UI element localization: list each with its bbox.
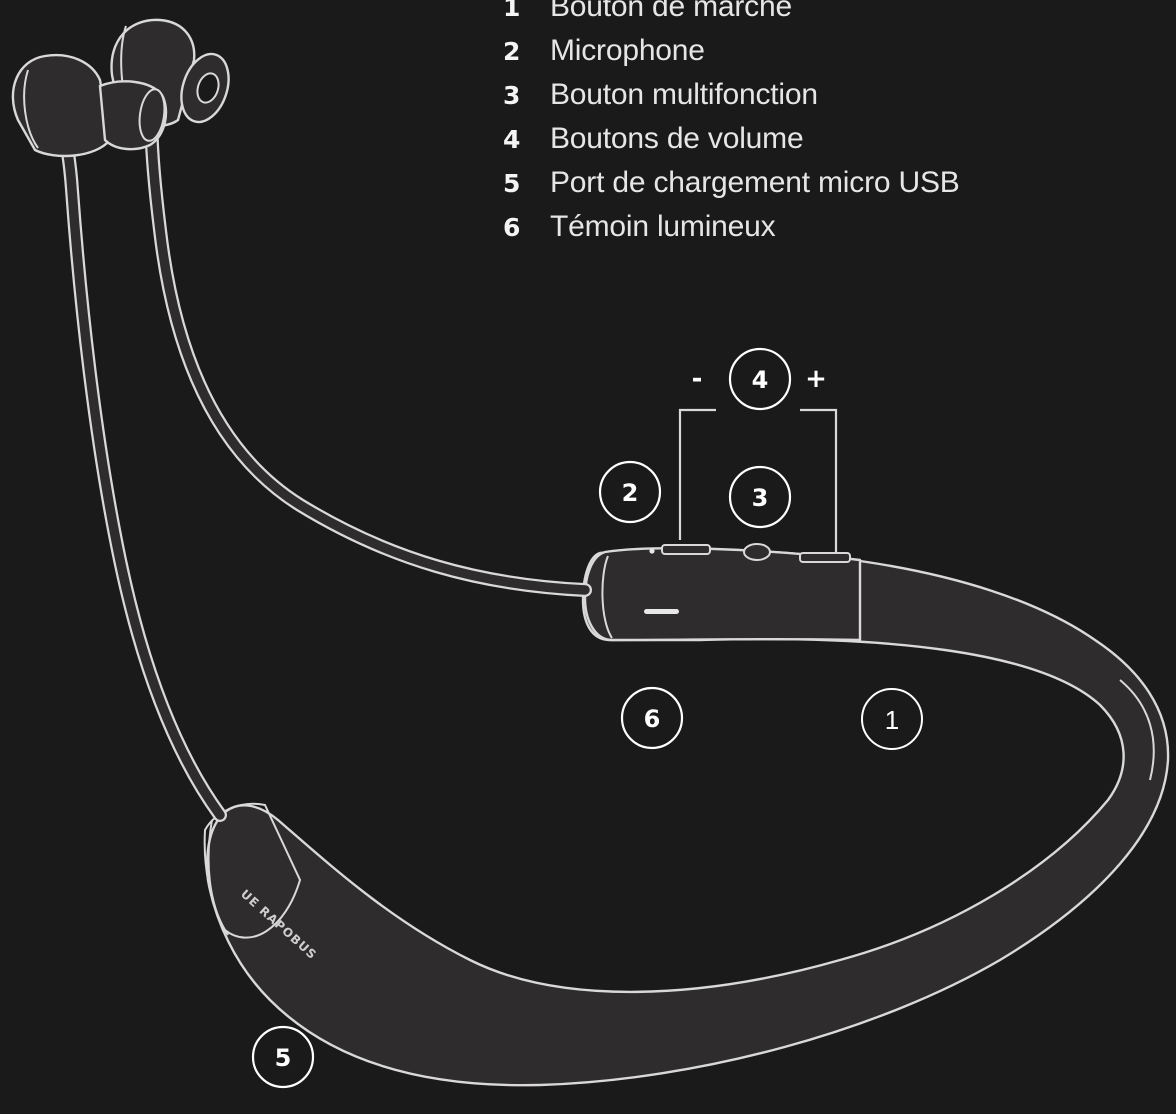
right-earbud-cable-core — [146, 95, 590, 595]
ear-tip-opening — [196, 72, 220, 104]
svg-text:3: 3 — [752, 484, 769, 512]
legend-number: 5 — [503, 169, 521, 198]
legend-label: Témoin lumineux — [550, 210, 776, 243]
legend-label: Port de chargement micro USB — [550, 166, 960, 199]
svg-text:6: 6 — [644, 705, 661, 733]
microphone-hole — [649, 548, 655, 554]
legend-number: 6 — [503, 213, 521, 242]
callout-3: 3 — [728, 465, 792, 529]
legend-number: 4 — [503, 125, 521, 154]
volume-minus-button — [661, 544, 711, 555]
neckband-highlight — [1119, 679, 1155, 781]
multifunction-button — [743, 543, 771, 561]
svg-text:5: 5 — [275, 1044, 292, 1072]
legend-label: Bouton de marche — [550, 0, 792, 23]
callout-4: 4 — [728, 347, 792, 411]
volume-minus-label: - — [692, 364, 703, 394]
battery-pod-edge — [207, 819, 229, 936]
svg-text:2: 2 — [622, 479, 639, 507]
controller-cap-edge — [601, 555, 613, 639]
legend-item: 2 Microphone — [503, 29, 960, 73]
legend-item: 5 Port de chargement micro USB — [503, 161, 960, 205]
left-earbud-cable-core — [57, 115, 225, 820]
legend-item: 1 Bouton de marche — [503, 0, 960, 29]
legend: 1 Bouton de marche 2 Microphone 3 Bouton… — [503, 0, 960, 249]
legend-label: Microphone — [550, 34, 705, 67]
legend-label: Bouton multifonction — [550, 78, 818, 111]
callout-5: 5 — [251, 1025, 315, 1089]
volume-bracket — [678, 408, 838, 553]
callout-1: 1 — [861, 688, 923, 750]
left-earbud-cable — [55, 113, 227, 822]
legend-item: 3 Bouton multifonction — [503, 73, 960, 117]
volume-plus-label: + — [805, 364, 827, 394]
svg-text:1: 1 — [885, 705, 899, 735]
svg-text:4: 4 — [752, 366, 769, 394]
legend-number: 2 — [503, 37, 521, 66]
indicator-light — [644, 609, 679, 614]
legend-item: 6 Témoin lumineux — [503, 205, 960, 249]
legend-item: 4 Boutons de volume — [503, 117, 960, 161]
left-earbud — [11, 53, 168, 158]
battery-pod — [203, 802, 302, 939]
callout-6: 6 — [620, 686, 684, 750]
controller-module — [583, 547, 862, 642]
volume-plus-button — [799, 552, 851, 563]
legend-number: 3 — [503, 81, 521, 110]
callout-2: 2 — [598, 460, 662, 524]
legend-number: 1 — [503, 0, 521, 22]
legend-label: Boutons de volume — [550, 122, 804, 155]
